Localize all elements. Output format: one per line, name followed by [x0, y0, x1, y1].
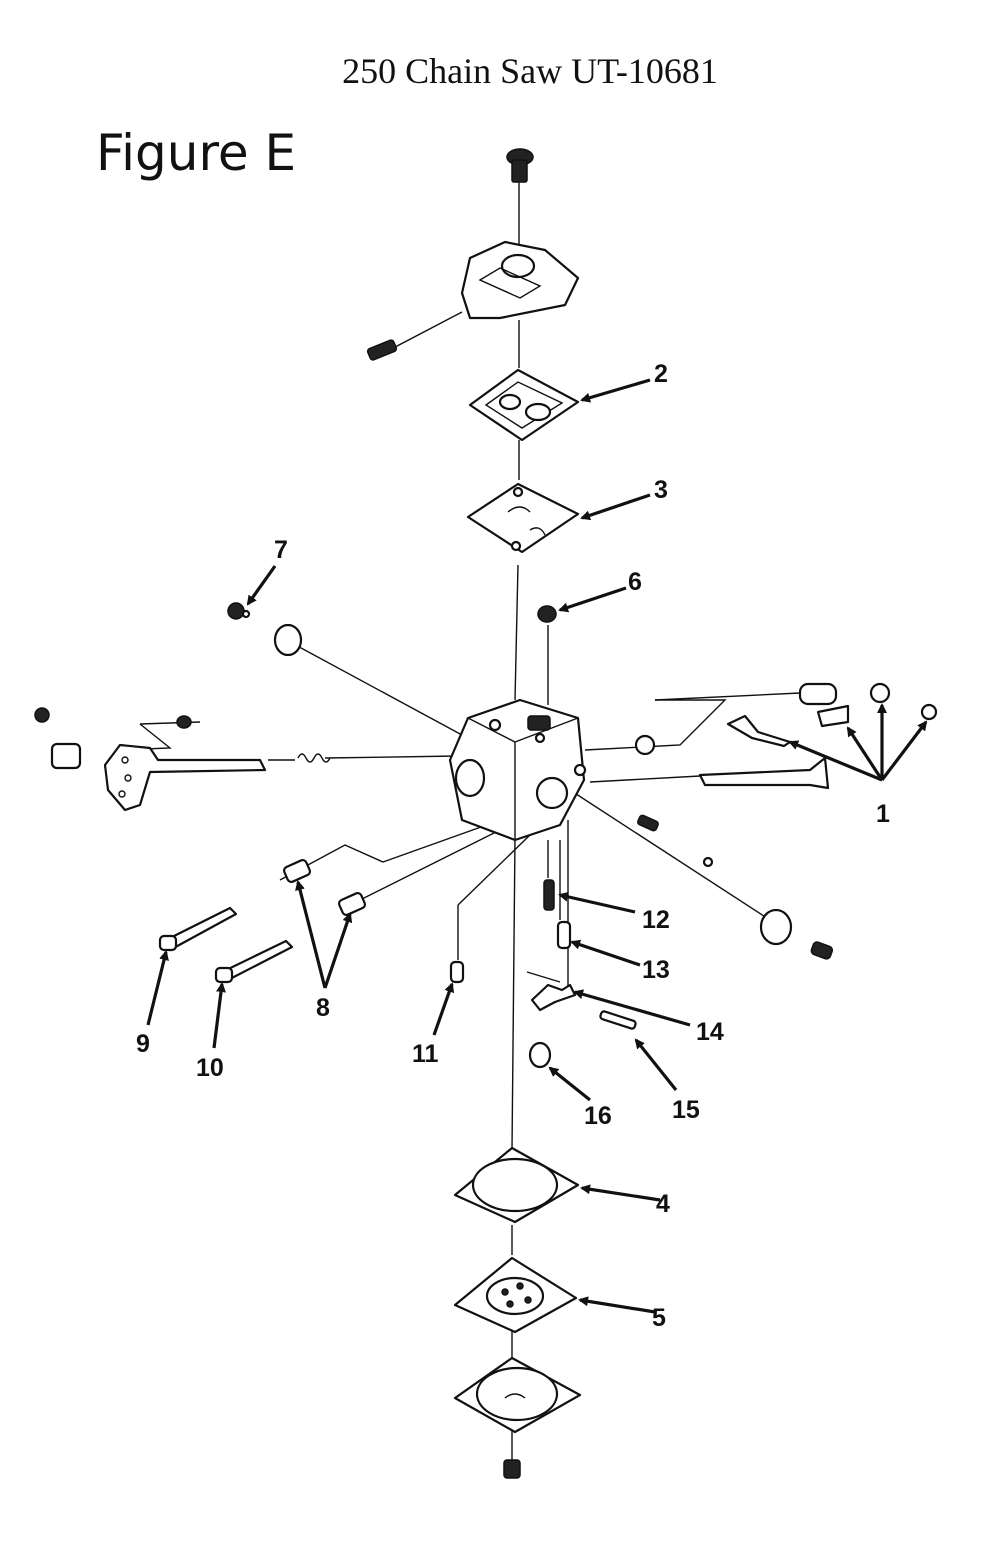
callout-4: 4: [656, 1190, 670, 1218]
part-3-pump-diaphragm: [466, 482, 580, 554]
callout-5: 5: [652, 1304, 666, 1332]
carburetor-body: [448, 698, 587, 842]
top-cover-screw: [506, 148, 534, 183]
throttle-shaft-left-assembly: [34, 707, 331, 812]
figure-label: Figure E: [96, 124, 297, 182]
callout-16: 16: [584, 1102, 612, 1130]
callout-2: 2: [654, 360, 668, 388]
callout-12: 12: [642, 906, 670, 934]
callout-10: 10: [196, 1054, 224, 1082]
callout-11: 11: [412, 1040, 439, 1068]
part-6-plug: [537, 605, 557, 623]
part-7-screw-and-washer: [227, 602, 303, 657]
callout-13: 13: [642, 956, 670, 984]
page-title: 250 Chain Saw UT-10681: [342, 51, 718, 91]
callout-7: 7: [274, 536, 288, 564]
assembly-axis-lines: [117, 180, 801, 1460]
choke-shaft-right-assembly: [634, 682, 938, 960]
callout-8: 8: [316, 994, 330, 1022]
inlet-needle-parts: [449, 879, 637, 1069]
part-5-metering-diaphragm: [453, 1256, 578, 1334]
callout-6: 6: [628, 568, 642, 596]
mixture-needles-and-springs: [158, 858, 367, 984]
callout-9: 9: [136, 1030, 150, 1058]
callout-labels: 1 2 3 4 5 6 7 8 9 10 11 12 13 14 15 16: [136, 360, 890, 1332]
pump-cover: [366, 240, 580, 361]
callout-1: 1: [876, 800, 890, 828]
part-4-metering-gasket: [453, 1146, 580, 1224]
callout-14: 14: [696, 1018, 724, 1046]
callout-3: 3: [654, 476, 668, 504]
metering-cover: [453, 1356, 582, 1479]
part-2-gasket: [468, 368, 580, 442]
callout-15: 15: [672, 1096, 700, 1124]
callout-leader-arrows: [146, 378, 928, 1314]
